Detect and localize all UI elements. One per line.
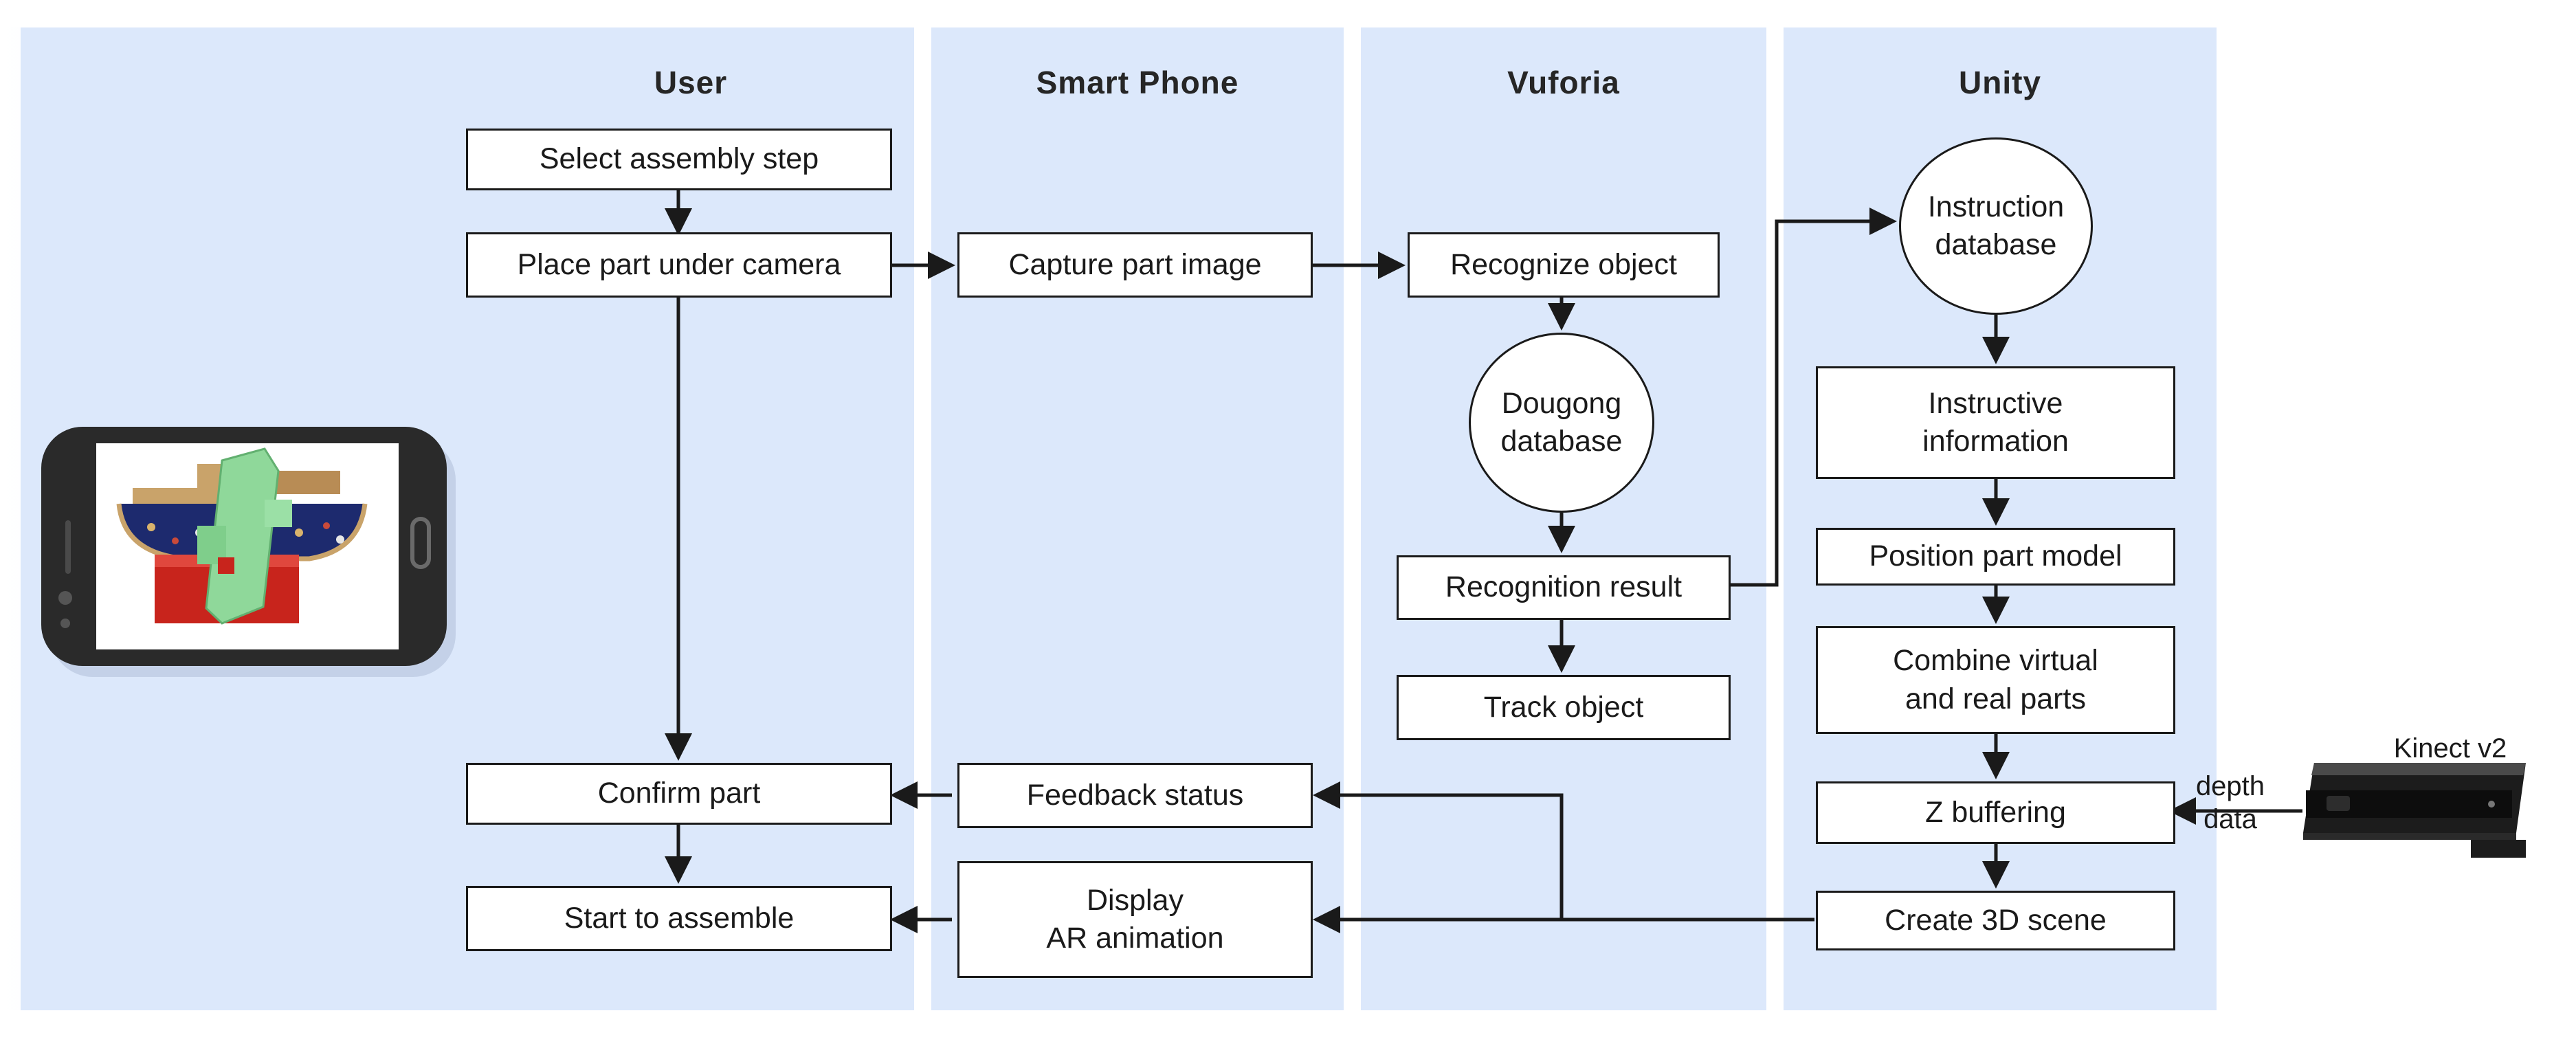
node-select-assembly-step: Select assembly step: [466, 129, 892, 190]
node-create-3d-scene: Create 3D scene: [1816, 891, 2175, 950]
arrow-result-to-instruction-db: [1731, 208, 1897, 587]
node-instruction-database: Instruction database: [1899, 137, 2093, 315]
dougong-model-image: [116, 447, 368, 625]
node-capture-part-image: Capture part image: [957, 232, 1313, 298]
node-recognition-result: Recognition result: [1397, 555, 1731, 620]
node-start-to-assemble: Start to assemble: [466, 886, 892, 951]
lane-title-unity: Unity: [1959, 65, 2041, 100]
lane-vuforia: [1361, 27, 1766, 1010]
node-z-buffering: Z buffering: [1816, 781, 2175, 844]
node-place-part-under-camera: Place part under camera: [466, 232, 892, 298]
node-display-ar-animation: Display AR animation: [957, 861, 1313, 978]
kinect-label: Kinect v2: [2393, 733, 2507, 764]
node-confirm-part: Confirm part: [466, 763, 892, 825]
node-track-object: Track object: [1397, 675, 1731, 740]
lane-title-user: User: [654, 65, 728, 100]
node-dougong-database: Dougong database: [1469, 333, 1654, 513]
lane-smart-phone: [931, 27, 1344, 1010]
node-feedback-status: Feedback status: [957, 763, 1313, 828]
arrow-scene-to-feedback: [1313, 781, 1564, 920]
node-instructive-information: Instructive information: [1816, 366, 2175, 479]
kinect-sensor-icon: [2303, 763, 2526, 858]
lane-title-vuforia: Vuforia: [1507, 65, 1620, 100]
node-position-part-model: Position part model: [1816, 528, 2175, 586]
node-combine-virtual-and-real-parts: Combine virtual and real parts: [1816, 626, 2175, 734]
lane-title-smart-phone: Smart Phone: [1036, 65, 1239, 100]
node-recognize-object: Recognize object: [1408, 232, 1720, 298]
depth-data-label: depth data: [2195, 771, 2265, 834]
smartphone-icon: [41, 427, 456, 677]
